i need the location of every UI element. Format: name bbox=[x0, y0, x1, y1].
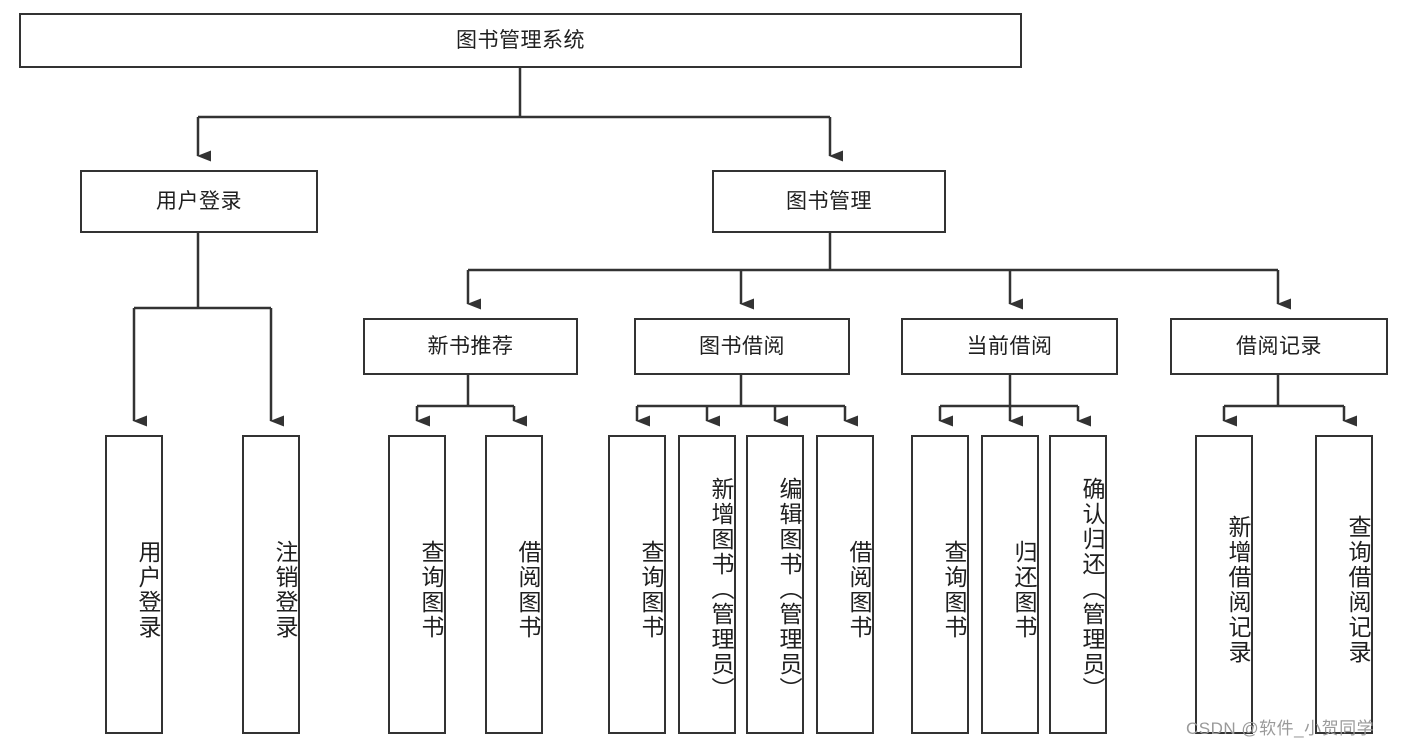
leaf-borrow-add-book-label: 新增图书（管理员） bbox=[708, 477, 734, 702]
leaf-record-add-label: 新增借阅记录 bbox=[1225, 514, 1251, 665]
leaf-current-confirm-return-label: 确认归还（管理员） bbox=[1079, 477, 1105, 702]
leaf-user-logout[interactable]: 注销登录 bbox=[242, 435, 300, 734]
node-new-book-recommend[interactable]: 新书推荐 bbox=[363, 318, 578, 375]
leaf-borrow-query[interactable]: 查询图书 bbox=[608, 435, 666, 734]
leaf-current-confirm-return[interactable]: 确认归还（管理员） bbox=[1049, 435, 1107, 734]
leaf-borrow-lend-book[interactable]: 借阅图书 bbox=[816, 435, 874, 734]
csdn-watermark: CSDN @软件_小贺同学 bbox=[1186, 719, 1375, 738]
leaf-record-query[interactable]: 查询借阅记录 bbox=[1315, 435, 1373, 734]
leaf-record-add[interactable]: 新增借阅记录 bbox=[1195, 435, 1253, 734]
leaf-record-query-label: 查询借阅记录 bbox=[1345, 514, 1371, 665]
node-root-label: 图书管理系统 bbox=[456, 28, 585, 52]
leaf-borrow-edit-book-label: 编辑图书（管理员） bbox=[776, 477, 802, 702]
node-user-login[interactable]: 用户登录 bbox=[80, 170, 318, 233]
leaf-user-login-label: 用户登录 bbox=[135, 539, 161, 640]
node-new-book-recommend-label: 新书推荐 bbox=[427, 334, 514, 358]
node-borrow-record[interactable]: 借阅记录 bbox=[1170, 318, 1388, 375]
node-borrow-record-label: 借阅记录 bbox=[1236, 334, 1322, 358]
leaf-user-logout-label: 注销登录 bbox=[272, 539, 298, 640]
leaf-newbook-query-label: 查询图书 bbox=[418, 539, 444, 640]
leaf-newbook-query[interactable]: 查询图书 bbox=[388, 435, 446, 734]
leaf-current-return[interactable]: 归还图书 bbox=[981, 435, 1039, 734]
node-book-management-label: 图书管理 bbox=[786, 189, 872, 213]
leaf-newbook-borrow[interactable]: 借阅图书 bbox=[485, 435, 543, 734]
node-current-borrow-label: 当前借阅 bbox=[966, 334, 1053, 358]
leaf-user-login[interactable]: 用户登录 bbox=[105, 435, 163, 734]
node-current-borrow[interactable]: 当前借阅 bbox=[901, 318, 1118, 375]
leaf-borrow-lend-book-label: 借阅图书 bbox=[846, 539, 872, 640]
leaf-borrow-edit-book[interactable]: 编辑图书（管理员） bbox=[746, 435, 804, 734]
node-user-login-label: 用户登录 bbox=[156, 189, 242, 213]
node-book-borrow-label: 图书借阅 bbox=[699, 334, 785, 358]
leaf-newbook-borrow-label: 借阅图书 bbox=[515, 539, 541, 640]
leaf-current-query[interactable]: 查询图书 bbox=[911, 435, 969, 734]
leaf-current-return-label: 归还图书 bbox=[1011, 539, 1037, 640]
node-book-management[interactable]: 图书管理 bbox=[712, 170, 946, 233]
node-root[interactable]: 图书管理系统 bbox=[19, 13, 1022, 68]
node-book-borrow[interactable]: 图书借阅 bbox=[634, 318, 850, 375]
leaf-borrow-query-label: 查询图书 bbox=[638, 539, 664, 640]
leaf-borrow-add-book[interactable]: 新增图书（管理员） bbox=[678, 435, 736, 734]
leaf-current-query-label: 查询图书 bbox=[941, 539, 967, 640]
